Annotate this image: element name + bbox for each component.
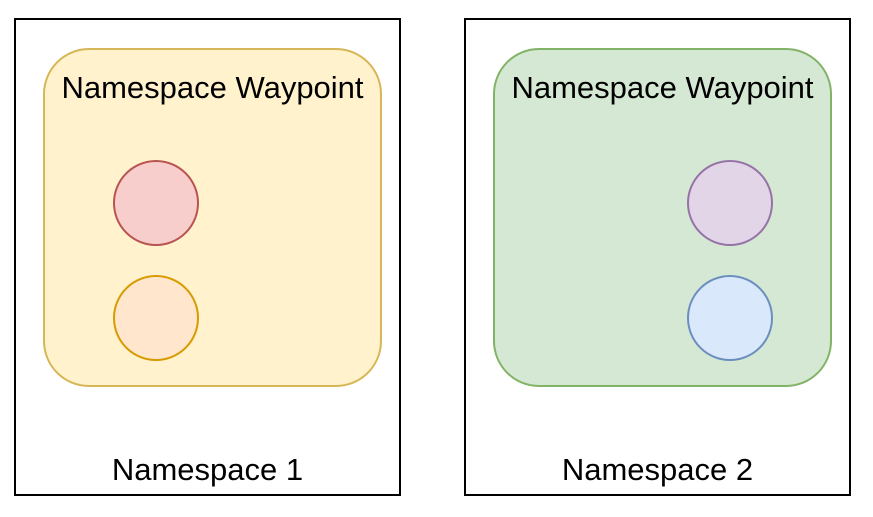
- namespace-2-workload-purple: [687, 160, 773, 246]
- namespace-1-workload-orange: [113, 275, 199, 361]
- namespace-1-waypoint-label: Namespace Waypoint: [61, 70, 364, 105]
- namespace-1-box: Namespace Waypoint Namespace 1: [14, 18, 401, 496]
- namespace-2-waypoint-label: Namespace Waypoint: [511, 70, 814, 105]
- namespace-1-workload-red: [113, 160, 199, 246]
- namespace-1-waypoint: Namespace Waypoint: [43, 48, 382, 387]
- namespace-1-label: Namespace 1: [111, 452, 304, 487]
- namespace-2-workload-blue: [687, 275, 773, 361]
- namespace-2-box: Namespace Waypoint Namespace 2: [464, 18, 851, 496]
- namespace-2-waypoint: Namespace Waypoint: [493, 48, 832, 387]
- namespace-2-label: Namespace 2: [561, 452, 754, 487]
